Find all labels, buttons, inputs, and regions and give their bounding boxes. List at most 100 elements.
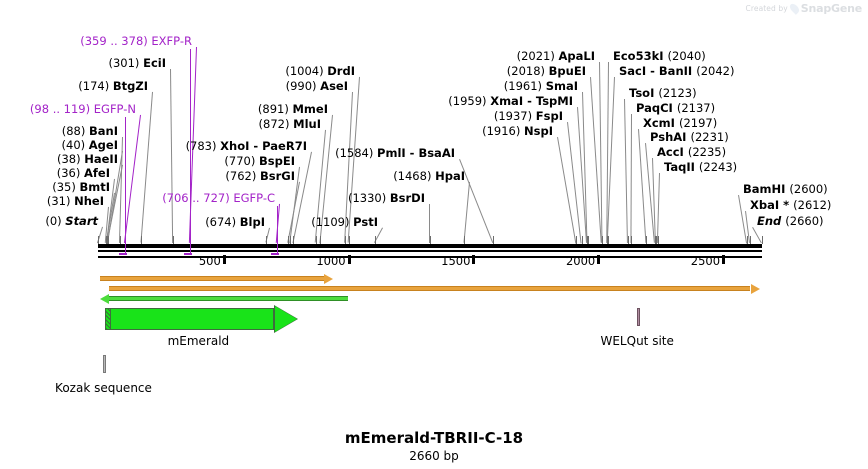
label-name: TsoI (629, 86, 659, 100)
label-position: (770) (224, 154, 260, 168)
label-name: XbaI * (750, 198, 794, 212)
map-label-xmai-tspmi[interactable]: (1959) XmaI - TspMI (0, 95, 573, 108)
map-label-blpi[interactable]: (674) BlpI (0, 216, 265, 229)
label-position: (1330) (347, 191, 390, 205)
leader-line (624, 99, 628, 244)
map-label-bsrgi[interactable]: (762) BsrGI (0, 170, 295, 183)
label-name: BamHI (743, 182, 790, 196)
cut-site-mark (750, 236, 752, 244)
label-position: (891) (257, 102, 293, 116)
primer-bracket-exfp-r[interactable] (183, 244, 198, 258)
map-label-egfp-c[interactable]: (706 .. 727) EGFP-C (0, 192, 275, 205)
label-name: Start (65, 214, 98, 228)
cut-site-mark (631, 236, 633, 244)
cut-site-mark (290, 236, 292, 244)
label-name: BanI (89, 124, 118, 138)
map-label-afei[interactable]: (36) AfeI (0, 167, 110, 180)
label-position: (2123) (658, 86, 697, 100)
map-label-bamhi[interactable]: BamHI (2600) (743, 183, 828, 196)
site-marker-kozak-sequence[interactable] (103, 355, 107, 373)
map-label-apali[interactable]: (2021) ApaLI (0, 50, 595, 63)
label-name: BspEI (259, 154, 295, 168)
cut-site-mark (345, 236, 347, 244)
map-label-psti[interactable]: (1109) PstI (0, 216, 378, 229)
label-name: AseI (320, 79, 348, 93)
map-label-pshai[interactable]: PshAI (2231) (650, 131, 729, 144)
label-position: (88) (61, 124, 89, 138)
map-label-drdi[interactable]: (1004) DrdI (0, 65, 355, 78)
feature-arrow-orange-bottom[interactable] (109, 286, 751, 291)
map-label-bmti[interactable]: (35) BmtI (0, 181, 110, 194)
map-label-asei[interactable]: (990) AseI (0, 80, 348, 93)
site-label-welqut-site: WELQut site (600, 334, 674, 348)
map-label-nspi[interactable]: (1916) NspI (0, 125, 553, 138)
watermark-brand-text: SnapGene (800, 2, 862, 15)
map-label-xcmi[interactable]: XcmI (2197) (643, 117, 717, 130)
cut-site-mark (315, 236, 317, 244)
map-label-bpuei[interactable]: (2018) BpuEI (0, 65, 586, 78)
feature-arrow-green-thin[interactable] (108, 296, 348, 301)
cut-site-mark (464, 236, 466, 244)
map-label-paqci[interactable]: PaqCI (2137) (636, 102, 715, 115)
label-position: (872) (258, 117, 294, 131)
primer-bracket-egfp-c[interactable] (270, 244, 285, 258)
map-label-eco53ki[interactable]: Eco53kI (2040) (613, 50, 706, 63)
label-name: BsrDI (389, 191, 425, 205)
label-position: (674) (205, 215, 240, 229)
map-label-bsrdi[interactable]: (1330) BsrDI (0, 192, 425, 205)
map-label-smai[interactable]: (1961) SmaI (0, 80, 578, 93)
map-label-tsoi[interactable]: TsoI (2123) (629, 87, 697, 100)
map-label-haeii[interactable]: (38) HaeII (0, 153, 118, 166)
label-position: (38) (56, 152, 85, 166)
arrow-head-left (99, 293, 109, 304)
map-label-taqii[interactable]: TaqII (2243) (664, 161, 737, 174)
map-label-acci[interactable]: AccI (2235) (657, 146, 726, 159)
leader-line (630, 113, 632, 243)
primer-stem (189, 49, 191, 244)
map-label-ecii[interactable]: (301) EciI (0, 57, 167, 70)
label-name: Eco53kI (613, 49, 668, 63)
cut-site-mark (293, 236, 295, 244)
cut-site-mark (107, 236, 109, 244)
label-name: BsrGI (260, 169, 295, 183)
map-label-bani[interactable]: (88) BanI (0, 125, 118, 138)
label-name: BmtI (79, 180, 110, 194)
map-label-exfp-r[interactable]: (359 .. 378) EXFP-R (0, 35, 192, 48)
page-title: mEmerald-TBRII-C-18 (344, 429, 524, 447)
map-label-bspei[interactable]: (770) BspEI (0, 155, 295, 168)
primer-bracket-egfp-n[interactable] (118, 244, 133, 258)
map-label-hpai[interactable]: (1468) HpaI (0, 170, 465, 183)
map-label-start[interactable]: (0) Start (0, 215, 98, 228)
map-label-xbai-[interactable]: XbaI * (2612) (750, 199, 831, 212)
label-name: End (757, 214, 786, 228)
map-label-mmei[interactable]: (891) MmeI (0, 103, 328, 116)
label-name: EXFP-R (151, 34, 192, 48)
cut-site-mark (762, 236, 763, 244)
ruler-tick (472, 255, 476, 264)
cut-site-mark (107, 236, 109, 244)
map-label-agei[interactable]: (40) AgeI (0, 139, 118, 152)
map-label-egfp-n[interactable]: (98 .. 119) EGFP-N (0, 103, 136, 116)
map-label-saci-banii[interactable]: SacI - BanII (2042) (619, 65, 734, 78)
label-name: HpaI (435, 169, 465, 183)
feature-arrow-orange-top[interactable] (100, 276, 324, 281)
label-position: (40) (61, 138, 89, 152)
site-marker-welqut-site[interactable] (637, 308, 641, 326)
map-label-fspi[interactable]: (1937) FspI (0, 110, 563, 123)
snapgene-watermark: Created by SnapGene (746, 2, 863, 15)
map-label-nhei[interactable]: (31) NheI (0, 195, 104, 208)
label-position: (0) (45, 214, 66, 228)
label-name: NspI (524, 124, 553, 138)
arrow-tail-hatch (105, 308, 112, 330)
map-label-xhoi-paer7i[interactable]: (783) XhoI - PaeR7I (0, 140, 307, 153)
label-name: MmeI (292, 102, 328, 116)
map-label-mlui[interactable]: (872) MluI (0, 118, 321, 131)
ruler-tick (347, 255, 351, 264)
label-position: (783) (185, 139, 221, 153)
map-label-end[interactable]: End (2660) (757, 215, 824, 228)
map-label-btgzi[interactable]: (174) BtgZI (0, 80, 148, 93)
snapgene-drop-icon (787, 2, 801, 15)
label-position: (1937) (493, 109, 536, 123)
map-label-pmli-bsaai[interactable]: (1584) PmlI - BsaAI (0, 147, 455, 160)
